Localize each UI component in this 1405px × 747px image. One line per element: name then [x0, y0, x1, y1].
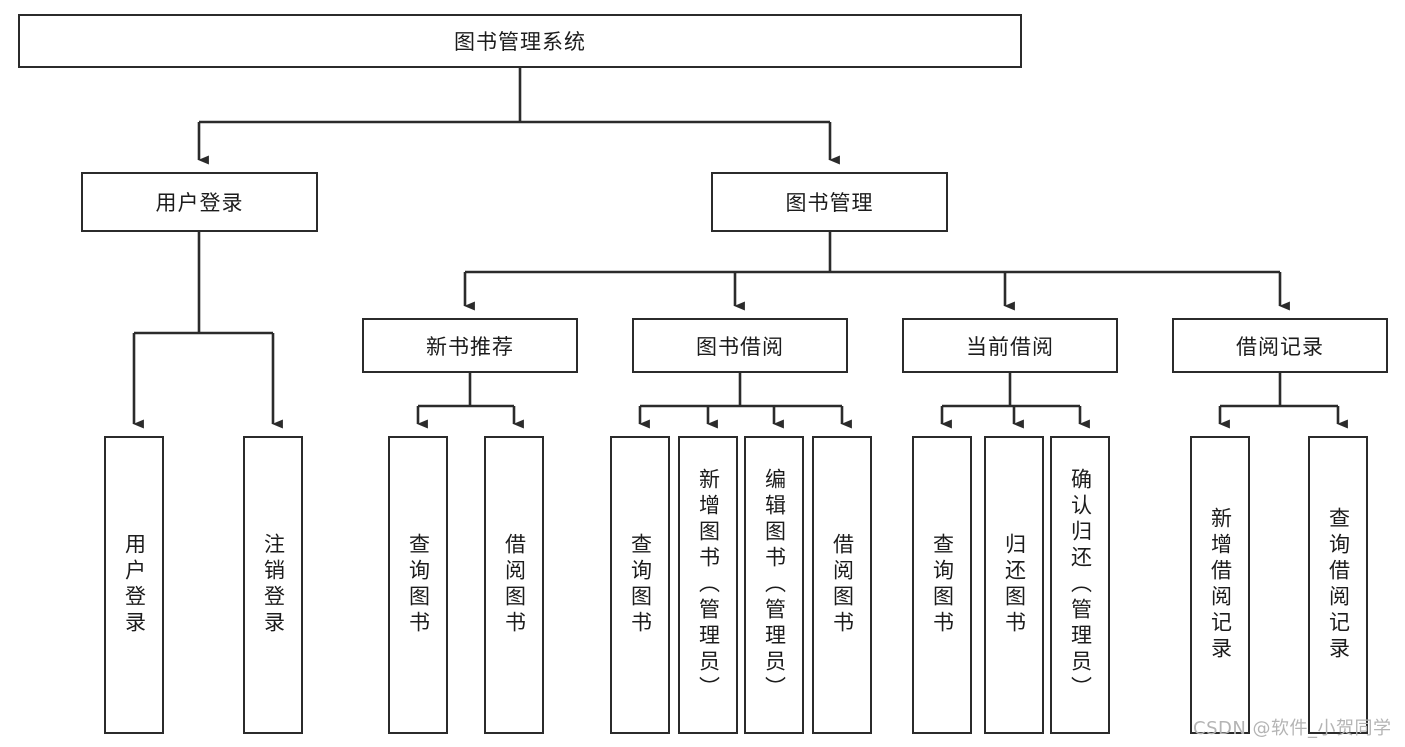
node-leaf-borrow-book-1-label: 借阅图书: [502, 533, 527, 637]
node-leaf-user-logout-label: 注销登录: [261, 533, 286, 637]
node-leaf-query-book-3[interactable]: 查询图书: [912, 436, 972, 734]
node-book-borrow[interactable]: 图书借阅: [632, 318, 848, 373]
node-current-borrow[interactable]: 当前借阅: [902, 318, 1118, 373]
node-leaf-user-logout[interactable]: 注销登录: [243, 436, 303, 734]
node-new-book-rec[interactable]: 新书推荐: [362, 318, 578, 373]
node-leaf-add-book[interactable]: 新增图书（管理员）: [678, 436, 738, 734]
node-leaf-query-book-1[interactable]: 查询图书: [388, 436, 448, 734]
node-leaf-query-record-label: 查询借阅记录: [1326, 507, 1351, 663]
node-leaf-borrow-book-1[interactable]: 借阅图书: [484, 436, 544, 734]
node-leaf-return-book-label: 归还图书: [1002, 533, 1027, 637]
node-leaf-user-login[interactable]: 用户登录: [104, 436, 164, 734]
node-user-login-label: 用户登录: [155, 191, 244, 215]
node-leaf-query-book-3-label: 查询图书: [930, 533, 955, 637]
node-borrow-record[interactable]: 借阅记录: [1172, 318, 1388, 373]
node-leaf-confirm-return-label: 确认归还（管理员）: [1068, 468, 1093, 702]
node-book-borrow-label: 图书借阅: [696, 334, 784, 359]
node-book-manage-label: 图书管理: [785, 191, 874, 215]
node-leaf-query-record[interactable]: 查询借阅记录: [1308, 436, 1368, 734]
node-leaf-edit-book[interactable]: 编辑图书（管理员）: [744, 436, 804, 734]
node-leaf-add-record[interactable]: 新增借阅记录: [1190, 436, 1250, 734]
node-leaf-confirm-return[interactable]: 确认归还（管理员）: [1050, 436, 1110, 734]
node-leaf-borrow-book-2-label: 借阅图书: [830, 533, 855, 637]
node-borrow-record-label: 借阅记录: [1236, 334, 1324, 359]
node-user-login[interactable]: 用户登录: [81, 172, 318, 232]
node-new-book-rec-label: 新书推荐: [426, 334, 514, 359]
node-current-borrow-label: 当前借阅: [966, 334, 1054, 359]
node-leaf-borrow-book-2[interactable]: 借阅图书: [812, 436, 872, 734]
node-leaf-query-book-2[interactable]: 查询图书: [610, 436, 670, 734]
node-root-label: 图书管理系统: [454, 30, 586, 54]
node-leaf-return-book[interactable]: 归还图书: [984, 436, 1044, 734]
node-book-manage[interactable]: 图书管理: [711, 172, 948, 232]
node-leaf-query-book-2-label: 查询图书: [628, 533, 653, 637]
node-leaf-add-record-label: 新增借阅记录: [1208, 507, 1233, 663]
node-root[interactable]: 图书管理系统: [18, 14, 1022, 68]
node-leaf-edit-book-label: 编辑图书（管理员）: [762, 468, 787, 702]
node-leaf-add-book-label: 新增图书（管理员）: [696, 468, 721, 702]
csdn-watermark: CSDN @软件_小贺同学: [1193, 718, 1392, 739]
node-leaf-user-login-label: 用户登录: [122, 533, 147, 637]
node-leaf-query-book-1-label: 查询图书: [406, 533, 431, 637]
